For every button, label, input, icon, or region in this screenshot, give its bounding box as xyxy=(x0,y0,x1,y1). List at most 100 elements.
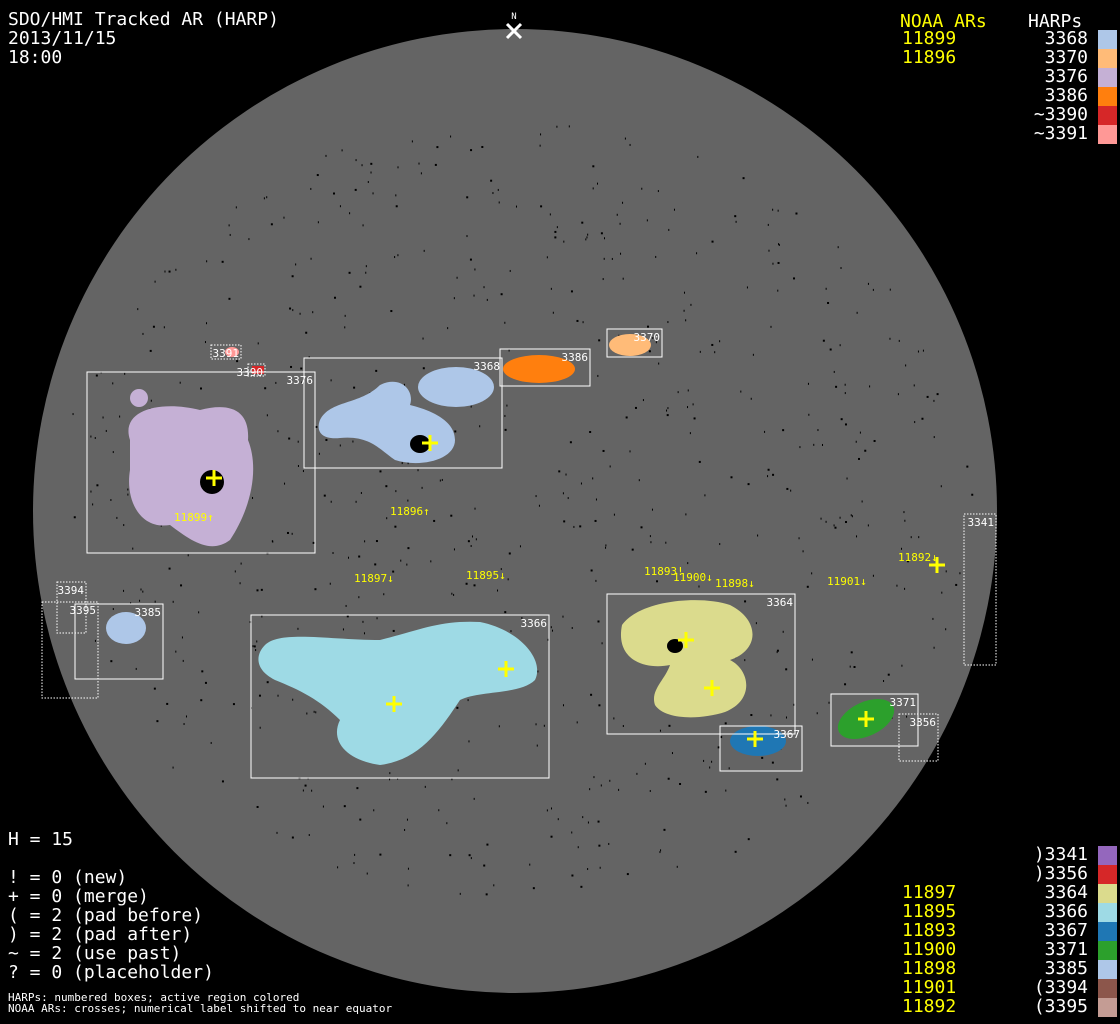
speckle xyxy=(90,435,92,438)
speckle xyxy=(581,221,584,224)
speckle xyxy=(750,714,753,717)
speckle xyxy=(105,429,107,432)
legend-harp: 3368 xyxy=(1044,28,1088,49)
region-3376-fragment xyxy=(140,426,150,434)
speckle xyxy=(600,784,602,787)
speckle xyxy=(344,326,346,329)
speckle xyxy=(291,275,294,278)
speckle xyxy=(90,490,92,493)
harp-box-label: 3395 xyxy=(70,604,97,617)
speckle xyxy=(620,252,622,255)
speckle xyxy=(359,285,362,288)
speckle xyxy=(472,535,474,538)
noaa-cross-icon xyxy=(858,711,874,727)
noaa-crosses xyxy=(206,435,945,747)
speckle xyxy=(308,834,310,837)
speckle xyxy=(206,322,208,325)
speckle xyxy=(728,767,730,770)
speckle xyxy=(666,409,668,412)
stats-line: ) = 2 (pad after) xyxy=(8,924,193,945)
speckle xyxy=(508,349,510,352)
speckle xyxy=(504,611,507,614)
speckle xyxy=(971,493,974,496)
speckle xyxy=(259,726,261,729)
speckle xyxy=(685,513,687,516)
speckle xyxy=(466,235,468,238)
speckle xyxy=(297,440,299,443)
harp-box-label: 3390 xyxy=(237,366,264,379)
speckle xyxy=(594,519,597,522)
speckle xyxy=(689,432,691,435)
speckle xyxy=(625,416,628,419)
speckle xyxy=(926,395,929,398)
speckle xyxy=(761,756,764,759)
speckle xyxy=(127,488,129,491)
speckle xyxy=(344,314,346,317)
speckle xyxy=(609,779,611,782)
speckle xyxy=(453,297,455,300)
speckle xyxy=(288,437,291,440)
speckle xyxy=(172,766,174,769)
speckle xyxy=(392,570,395,573)
speckle xyxy=(407,547,410,550)
speckle xyxy=(140,588,142,591)
speckle xyxy=(276,831,278,834)
speckle xyxy=(922,349,924,352)
speckle xyxy=(697,155,699,158)
speckle xyxy=(777,261,780,264)
speckle xyxy=(438,809,440,812)
speckle xyxy=(450,514,453,517)
legend-harp: )3341 xyxy=(1033,844,1088,865)
speckle xyxy=(772,208,774,211)
speckle xyxy=(300,367,303,370)
speckle xyxy=(580,482,582,485)
speckle xyxy=(825,287,827,290)
speckle xyxy=(447,327,449,330)
harp-box-label: 3341 xyxy=(968,516,995,529)
legend-color-swatch xyxy=(1098,903,1117,922)
speckle xyxy=(73,516,76,519)
speckle xyxy=(679,782,682,785)
speckle xyxy=(490,179,493,182)
speckle xyxy=(248,238,250,241)
harp-box xyxy=(250,614,550,779)
stats-line: + = 0 (merge) xyxy=(8,886,149,907)
speckle xyxy=(483,864,486,867)
speckle xyxy=(771,761,774,764)
region-3368-lobe xyxy=(418,367,494,407)
speckle xyxy=(485,893,488,896)
speckle xyxy=(573,525,575,528)
speckle xyxy=(622,725,624,728)
speckle xyxy=(786,487,789,490)
speckle xyxy=(221,780,224,783)
speckle xyxy=(258,694,261,697)
speckle xyxy=(550,626,552,629)
speckle xyxy=(417,469,419,472)
speckle xyxy=(314,588,317,591)
speckle xyxy=(422,367,425,370)
speckle xyxy=(546,256,548,259)
speckle xyxy=(693,417,696,420)
harp-box-label: 3385 xyxy=(135,606,162,619)
speckle xyxy=(236,360,239,363)
speckle xyxy=(316,174,319,177)
region-3385 xyxy=(106,612,146,644)
noaa-cross-icon xyxy=(678,632,694,648)
speckle xyxy=(622,201,624,204)
noaa-label: 11893! xyxy=(644,565,684,578)
speckle xyxy=(604,237,606,240)
speckle xyxy=(312,311,314,314)
speckle xyxy=(827,301,830,304)
speckle xyxy=(624,137,626,140)
speckle xyxy=(297,627,299,630)
speckle xyxy=(798,537,800,540)
speckle xyxy=(305,331,308,334)
speckle xyxy=(898,339,900,342)
speckle xyxy=(536,744,538,747)
speckle xyxy=(284,482,286,485)
speckle xyxy=(187,554,189,557)
speckle xyxy=(139,599,141,602)
speckle xyxy=(96,484,99,487)
speckle xyxy=(204,341,206,344)
speckle xyxy=(362,620,364,623)
